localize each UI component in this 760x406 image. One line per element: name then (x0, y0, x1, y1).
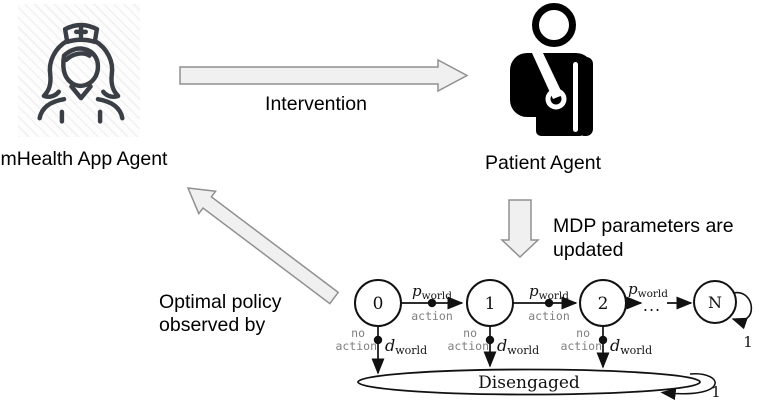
p-subscript: world (422, 290, 453, 302)
action-dot (373, 335, 383, 345)
no-action-label: no (463, 326, 477, 340)
action-label: action (411, 309, 453, 323)
self-loop-prob-label: 1 (711, 383, 721, 401)
action-dot (544, 298, 554, 308)
d-symbol: d (385, 336, 395, 355)
patient-arm-sling-icon (510, 3, 593, 136)
no-action-label: action (335, 339, 377, 353)
dworld-label: dworld (385, 336, 427, 357)
pworld-label: pworld (529, 282, 569, 302)
state-2-label: 2 (598, 294, 609, 314)
no-action-label: action (560, 339, 602, 353)
no-action-label: no (351, 326, 365, 340)
no-action-label: action (447, 339, 489, 353)
pworld-label: pworld (628, 280, 668, 300)
p-subscript: world (638, 288, 669, 300)
state-n-circle (693, 280, 737, 324)
intervention-label: Intervention (265, 93, 367, 115)
optimal-policy-label: Optimal policy observed by (159, 291, 282, 336)
dworld-label: dworld (497, 336, 539, 357)
intervention-arrow (179, 58, 469, 93)
state-1-label: 1 (485, 294, 496, 314)
mdp-update-label: MDP parameters are updated (553, 215, 734, 261)
d-subscript: world (395, 344, 427, 357)
chain-ellipsis: ... (643, 296, 661, 315)
patient-agent-label: Patient Agent (484, 152, 601, 174)
mdp-update-arrow (500, 199, 540, 259)
state-n-self-loop (731, 291, 753, 330)
p-subscript: world (539, 290, 570, 302)
optimal-policy-arrow (186, 187, 340, 305)
p-symbol: p (412, 282, 422, 300)
p-symbol: p (628, 280, 638, 298)
pworld-label: pworld (412, 282, 452, 302)
d-symbol: d (610, 336, 620, 355)
action-label: action (528, 309, 570, 323)
action-dot (485, 335, 495, 345)
p-symbol: p (529, 282, 539, 300)
disengaged-self-loop (660, 373, 716, 401)
self-loop-prob-label: 1 (743, 333, 753, 351)
dworld-label: dworld (610, 336, 652, 357)
d-symbol: d (497, 336, 507, 355)
mhealth-app-agent-label: mHealth App Agent (0, 148, 168, 170)
action-dot (598, 335, 608, 345)
state-0-label: 0 (373, 294, 384, 314)
d-subscript: world (507, 344, 539, 357)
state-n-label: N (708, 293, 722, 312)
nurse-icon (37, 22, 125, 124)
d-subscript: world (620, 344, 652, 357)
no-action-label: no (576, 326, 590, 340)
disengaged-state (357, 368, 701, 396)
disengaged-label: Disengaged (478, 373, 580, 393)
action-dot (427, 298, 437, 308)
